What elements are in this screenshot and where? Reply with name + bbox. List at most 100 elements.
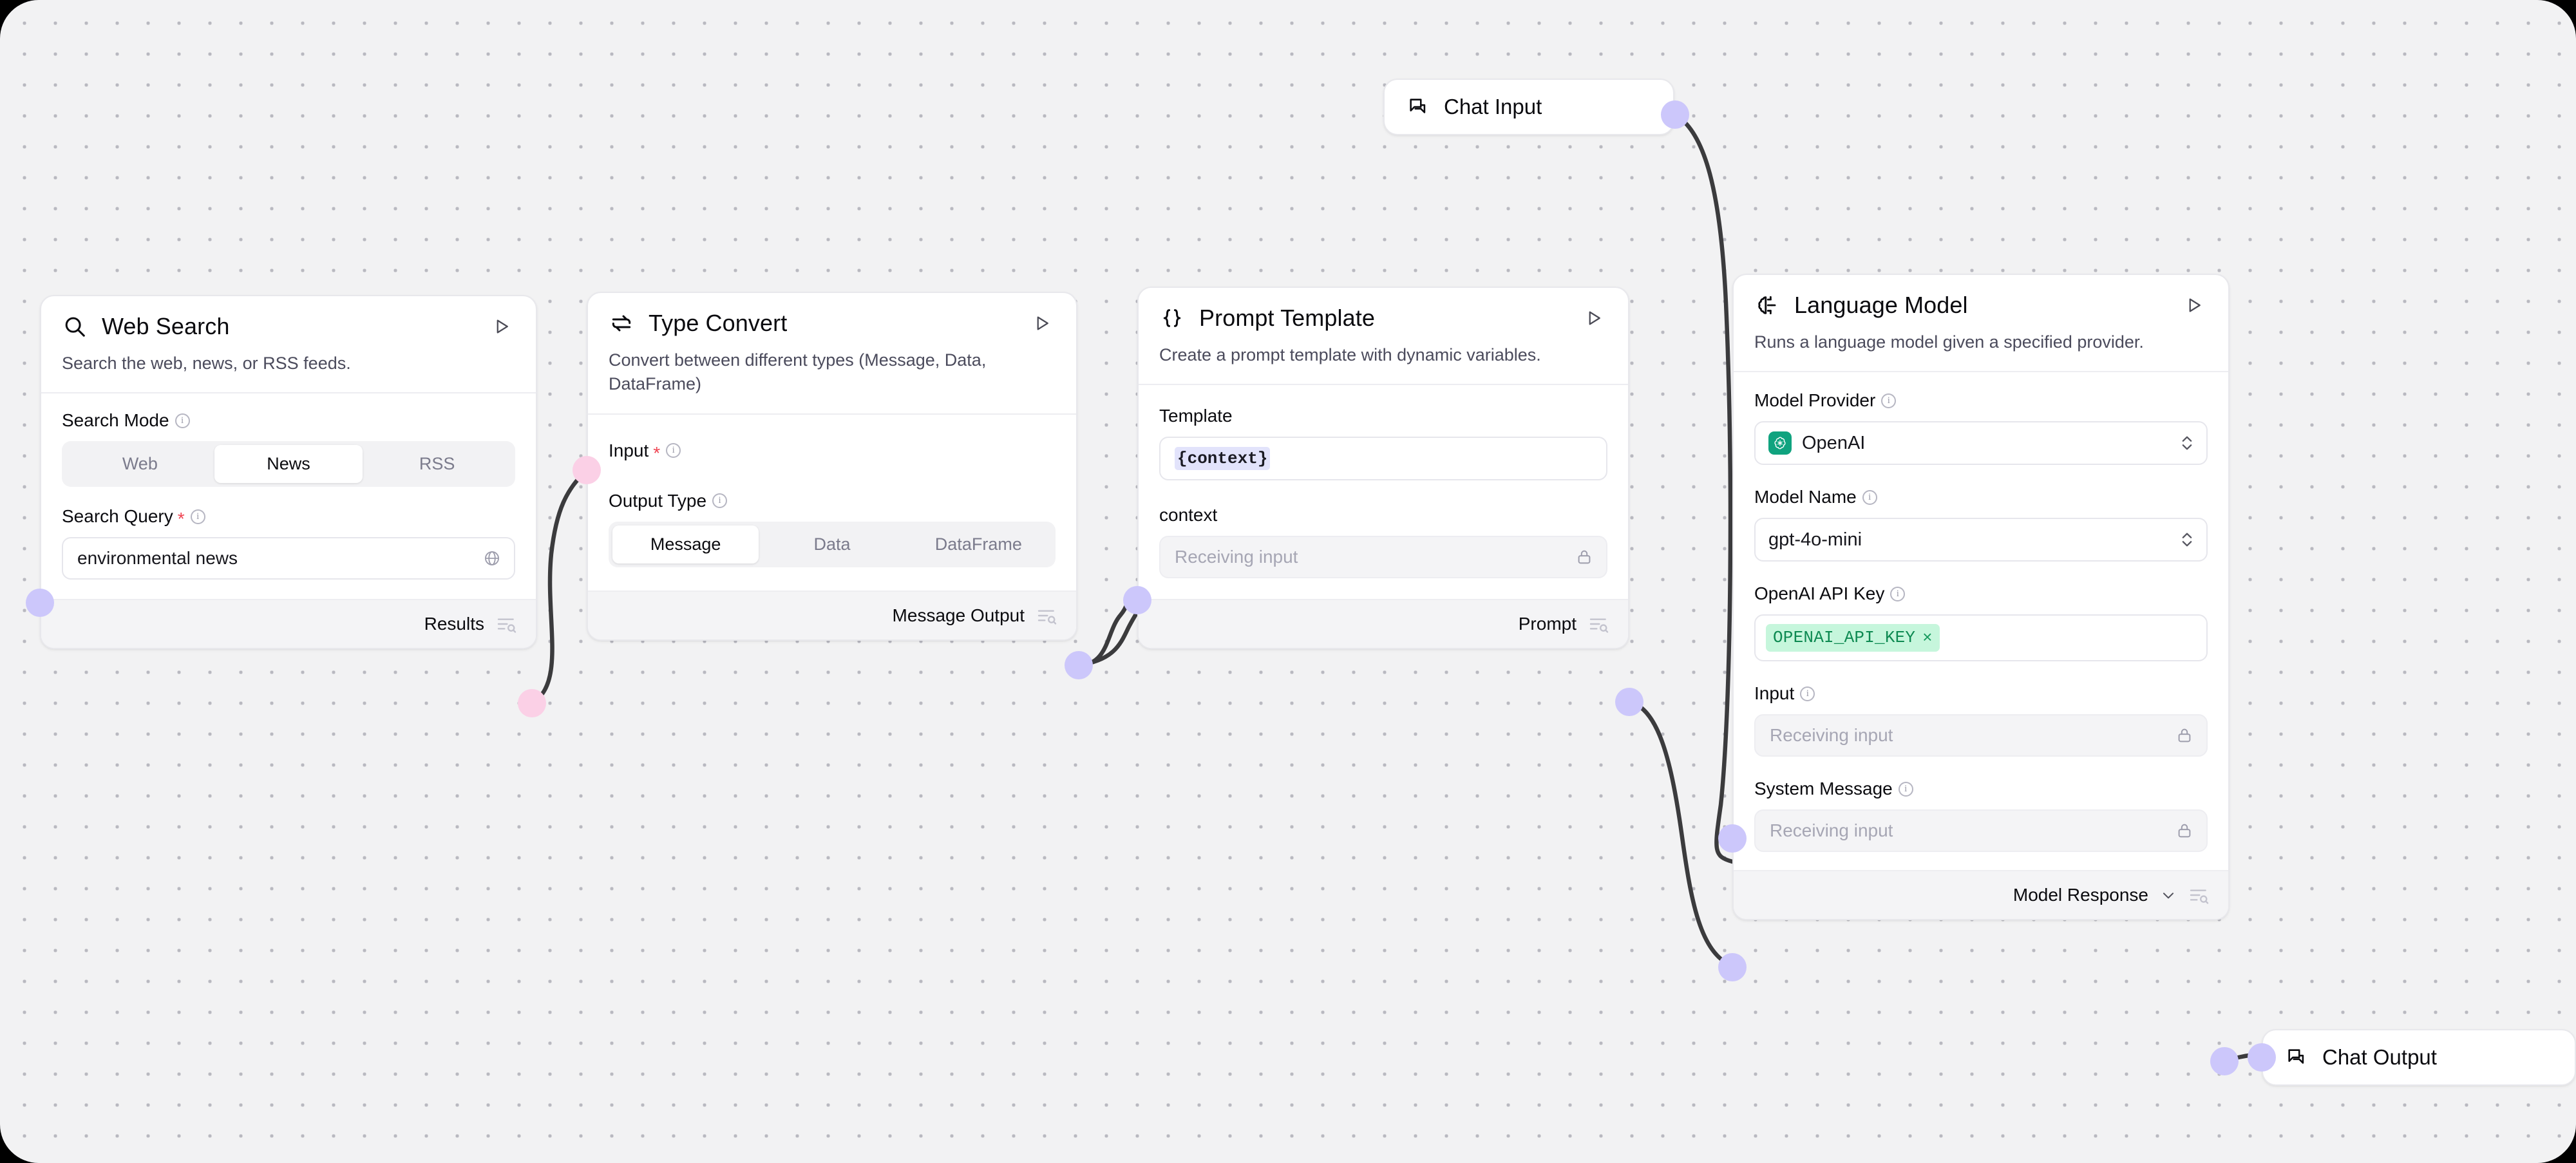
port-chat-input-output[interactable] (1667, 106, 1683, 123)
inspect-output-icon[interactable] (496, 614, 516, 634)
system-message-label: System Message (1754, 779, 1893, 799)
chevron-updown-icon[interactable] (2179, 433, 2195, 453)
node-chat-output-label: Chat Output (2322, 1045, 2437, 1069)
port-type-convert-input[interactable] (578, 462, 595, 478)
node-chat-input-label: Chat Input (1444, 95, 1542, 118)
repeat-arrows-icon (609, 310, 634, 336)
port-language-model-input[interactable] (1724, 830, 1741, 847)
lock-icon (2175, 822, 2193, 840)
info-icon[interactable]: i (666, 443, 681, 458)
info-icon[interactable]: i (1898, 781, 1913, 797)
language-model-body: Model Provider i OpenAI (1734, 372, 2228, 870)
context-input[interactable]: Receiving input (1159, 536, 1607, 579)
language-model-header: Language Model Runs a language model giv… (1734, 275, 2228, 371)
info-icon[interactable]: i (1862, 489, 1877, 505)
port-type-convert-message-output[interactable] (1070, 657, 1087, 674)
info-icon[interactable]: i (190, 509, 205, 524)
prompt-template-title: Prompt Template (1199, 305, 1375, 331)
search-mode-option-news[interactable]: News (214, 445, 363, 484)
search-query-label: Search Query (62, 506, 173, 527)
web-search-header: Web Search Search the web, news, or RSS … (41, 296, 536, 392)
field-search-query: Search Query * i environmental news (62, 506, 515, 580)
api-key-chip-label: OPENAI_API_KEY (1773, 627, 1916, 647)
divider (588, 413, 1076, 415)
openai-api-key-input[interactable]: OPENAI_API_KEY × (1754, 614, 2208, 662)
search-mode-segmented-control[interactable]: Web News RSS (62, 441, 515, 487)
output-label-prompt: Prompt (1518, 614, 1577, 634)
globe-icon[interactable] (483, 549, 501, 567)
close-icon[interactable]: × (1922, 627, 1933, 647)
port-web-search-results-output[interactable] (524, 695, 540, 712)
type-convert-description: Convert between different types (Message… (609, 350, 987, 394)
edge-results-to-input (529, 468, 589, 706)
system-message-placeholder: Receiving input (1770, 820, 1893, 841)
edge-prompt-to-systemmessage (1627, 699, 1735, 969)
port-prompt-template-prompt-output[interactable] (1621, 694, 1638, 710)
port-chat-output-input[interactable] (2253, 1049, 2270, 1066)
edge-chatinput-to-lm-input (1672, 112, 1735, 864)
search-query-input[interactable]: environmental news (62, 537, 515, 580)
output-type-option-message[interactable]: Message (612, 525, 759, 563)
chevron-updown-icon[interactable] (2179, 530, 2195, 549)
port-language-model-system-message[interactable] (1724, 959, 1741, 976)
lm-input-field[interactable]: Receiving input (1754, 714, 2208, 757)
lm-input-placeholder: Receiving input (1770, 725, 1893, 746)
model-provider-value: OpenAI (1802, 432, 1866, 453)
node-chat-input[interactable]: Chat Input (1383, 79, 1674, 135)
divider (1139, 384, 1628, 386)
model-provider-select[interactable]: OpenAI (1754, 421, 2208, 466)
node-type-convert[interactable]: Type Convert Convert between different t… (587, 292, 1077, 641)
prompt-template-description: Create a prompt template with dynamic va… (1159, 345, 1541, 364)
prompt-template-header: Prompt Template Create a prompt template… (1139, 288, 1628, 384)
type-convert-footer: Message Output (588, 590, 1076, 639)
openai-logo-icon (1768, 431, 1792, 455)
run-button-web-search[interactable] (488, 313, 515, 340)
node-prompt-template[interactable]: Prompt Template Create a prompt template… (1137, 287, 1629, 650)
chat-bubbles-icon (1406, 95, 1430, 118)
lock-icon (2175, 726, 2193, 744)
output-type-option-data[interactable]: Data (813, 534, 851, 554)
api-key-chip[interactable]: OPENAI_API_KEY × (1766, 624, 1940, 652)
output-type-segmented-control[interactable]: Message Data DataFrame (609, 521, 1056, 567)
info-icon[interactable]: i (1890, 586, 1906, 601)
template-editor[interactable]: {context} (1159, 437, 1607, 481)
web-search-body: Search Mode i Web News RSS Search Query … (41, 393, 536, 599)
search-mode-option-rss[interactable]: RSS (419, 454, 455, 474)
language-model-footer: Model Response (1734, 870, 2228, 920)
run-button-language-model[interactable] (2181, 292, 2208, 319)
field-openai-api-key: OpenAI API Key i OPENAI_API_KEY × (1754, 583, 2208, 662)
node-web-search[interactable]: Web Search Search the web, news, or RSS … (40, 295, 537, 650)
output-type-option-dataframe[interactable]: DataFrame (934, 534, 1022, 554)
node-language-model[interactable]: Language Model Runs a language model giv… (1732, 274, 2230, 921)
run-button-type-convert[interactable] (1028, 310, 1056, 337)
required-indicator: * (177, 509, 185, 529)
inspect-output-icon[interactable] (2188, 885, 2209, 905)
field-search-mode: Search Mode i Web News RSS (62, 410, 515, 487)
required-indicator: * (653, 442, 661, 463)
divider (41, 392, 536, 394)
template-label: Template (1159, 406, 1233, 426)
system-message-field[interactable]: Receiving input (1754, 809, 2208, 853)
search-mode-option-web[interactable]: Web (122, 454, 158, 474)
field-model-provider: Model Provider i OpenAI (1754, 390, 2208, 466)
info-icon[interactable]: i (175, 413, 190, 428)
model-name-label: Model Name (1754, 487, 1857, 507)
inspect-output-icon[interactable] (1588, 614, 1609, 634)
port-prompt-template-context[interactable] (1129, 592, 1146, 609)
language-model-description: Runs a language model given a specified … (1754, 332, 2144, 352)
info-icon[interactable]: i (712, 493, 728, 508)
inspect-output-icon[interactable] (1036, 605, 1057, 626)
info-icon[interactable]: i (1800, 686, 1815, 701)
brain-circuit-icon (1754, 292, 1780, 318)
search-query-value: environmental news (77, 548, 238, 569)
port-web-search-query-input[interactable] (32, 594, 48, 611)
node-chat-output[interactable]: Chat Output (2262, 1029, 2576, 1086)
port-language-model-model-response-output[interactable] (2216, 1053, 2233, 1070)
run-button-prompt-template[interactable] (1580, 305, 1607, 332)
lock-icon (1575, 548, 1593, 566)
model-name-select[interactable]: gpt-4o-mini (1754, 518, 2208, 562)
info-icon[interactable]: i (1881, 393, 1897, 408)
context-placeholder: Receiving input (1175, 547, 1298, 567)
chevron-down-icon[interactable] (2160, 887, 2177, 903)
